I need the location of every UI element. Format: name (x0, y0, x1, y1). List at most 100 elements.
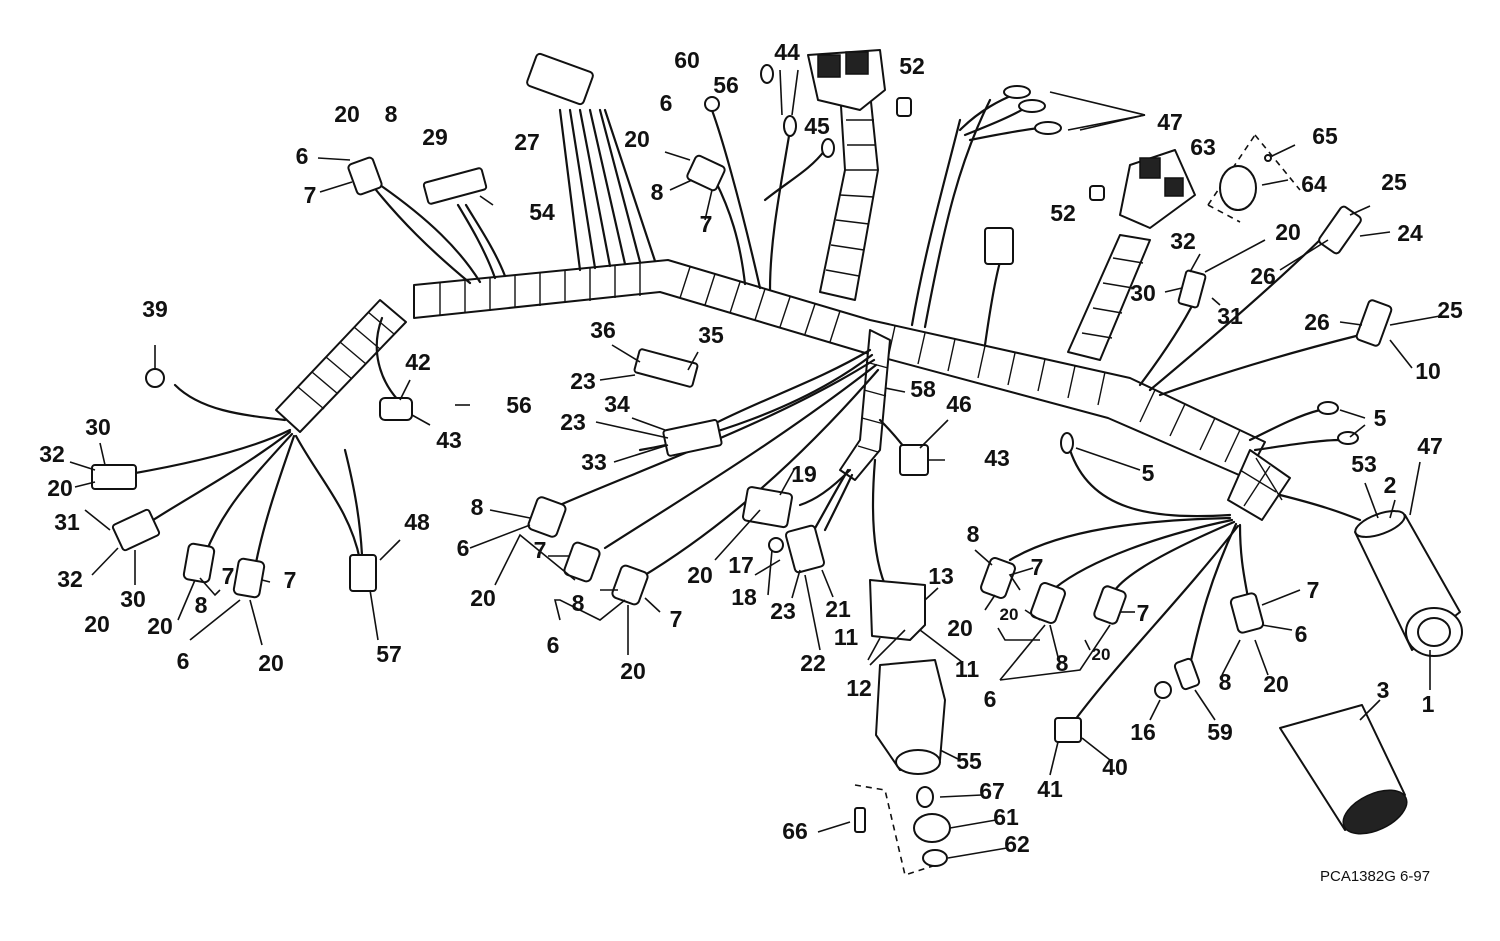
callout-7: 7 (304, 182, 317, 208)
callout-62: 62 (1004, 831, 1030, 857)
callout-35: 35 (698, 322, 724, 348)
callout-67: 67 (979, 778, 1005, 804)
callout-63: 63 (1190, 134, 1216, 160)
callout-55: 55 (956, 748, 982, 774)
callout-20: 20 (1000, 605, 1019, 624)
callout-56: 56 (713, 72, 739, 98)
callout-23: 23 (560, 409, 586, 435)
callout-8: 8 (471, 494, 484, 520)
callout-8: 8 (385, 101, 398, 127)
callout-6: 6 (660, 90, 673, 116)
callout-20: 20 (258, 650, 284, 676)
callout-25: 25 (1437, 297, 1463, 323)
callout-8: 8 (967, 521, 980, 547)
callout-20: 20 (147, 613, 173, 639)
callout-20: 20 (334, 101, 360, 127)
callout-7: 7 (1137, 600, 1150, 626)
callout-23: 23 (570, 368, 596, 394)
callout-7: 7 (222, 563, 235, 589)
callout-30: 30 (1130, 280, 1156, 306)
callout-52: 52 (1050, 200, 1076, 226)
callout-40: 40 (1102, 754, 1128, 780)
callout-56: 56 (506, 392, 532, 418)
callout-22: 22 (800, 650, 826, 676)
callout-10: 10 (1415, 358, 1441, 384)
callout-20: 20 (620, 658, 646, 684)
callout-32: 32 (57, 566, 83, 592)
callout-20: 20 (47, 475, 73, 501)
callout-7: 7 (284, 567, 297, 593)
callout-47: 47 (1157, 109, 1183, 135)
callout-7: 7 (1031, 554, 1044, 580)
image-code: PCA1382G 6-97 (1320, 868, 1430, 885)
callout-6: 6 (177, 648, 190, 674)
callout-6: 6 (296, 143, 309, 169)
callout-52: 52 (899, 53, 925, 79)
callout-32: 32 (39, 441, 65, 467)
callout-30: 30 (85, 414, 111, 440)
callout-30: 30 (120, 586, 146, 612)
callout-20: 20 (470, 585, 496, 611)
callout-20: 20 (1275, 219, 1301, 245)
callout-60: 60 (674, 47, 700, 73)
callout-20: 20 (1092, 645, 1111, 664)
callout-33: 33 (581, 449, 607, 475)
callout-27: 27 (514, 129, 540, 155)
callout-31: 31 (54, 509, 80, 535)
callout-6: 6 (1295, 621, 1308, 647)
callout-64: 64 (1301, 171, 1327, 197)
callout-7: 7 (670, 606, 683, 632)
callout-5: 5 (1142, 460, 1155, 486)
callout-47: 47 (1417, 433, 1443, 459)
callout-57: 57 (376, 641, 402, 667)
callout-23: 23 (770, 598, 796, 624)
callout-48: 48 (404, 509, 430, 535)
callout-11: 11 (834, 624, 859, 650)
callout-54: 54 (529, 199, 555, 225)
callout-61: 61 (993, 804, 1019, 830)
callout-42: 42 (405, 349, 431, 375)
callout-8: 8 (1219, 669, 1232, 695)
callout-59: 59 (1207, 719, 1233, 745)
callout-7: 7 (534, 537, 547, 563)
callout-6: 6 (457, 535, 470, 561)
callout-66: 66 (782, 818, 808, 844)
callout-53: 53 (1351, 451, 1377, 477)
callout-46: 46 (946, 391, 972, 417)
callout-26: 26 (1304, 309, 1330, 335)
callout-8: 8 (195, 592, 208, 618)
callout-20: 20 (947, 615, 973, 641)
callout-8: 8 (1056, 650, 1069, 676)
callout-39: 39 (142, 296, 168, 322)
callout-20: 20 (624, 126, 650, 152)
callout-17: 17 (728, 552, 754, 578)
callout-7: 7 (700, 211, 713, 237)
callout-2: 2 (1384, 472, 1397, 498)
callout-36: 36 (590, 317, 616, 343)
callout-26: 26 (1250, 263, 1276, 289)
callout-20: 20 (687, 562, 713, 588)
callout-16: 16 (1130, 719, 1156, 745)
callout-11: 11 (955, 656, 980, 682)
callout-25: 25 (1381, 169, 1407, 195)
callout-18: 18 (731, 584, 757, 610)
callout-20: 20 (84, 611, 110, 637)
callout-19: 19 (791, 461, 817, 487)
callout-43: 43 (436, 427, 462, 453)
callout-8: 8 (651, 179, 664, 205)
callout-65: 65 (1312, 123, 1338, 149)
callout-34: 34 (604, 391, 630, 417)
callout-13: 13 (928, 563, 954, 589)
callout-8: 8 (572, 590, 585, 616)
callout-6: 6 (984, 686, 997, 712)
callout-1: 1 (1422, 691, 1435, 717)
callout-45: 45 (804, 113, 830, 139)
callout-6: 6 (547, 632, 560, 658)
callout-20: 20 (1263, 671, 1289, 697)
callout-3: 3 (1377, 677, 1390, 703)
callout-5: 5 (1374, 405, 1387, 431)
leader-lines (69, 69, 1441, 859)
callout-41: 41 (1037, 776, 1063, 802)
